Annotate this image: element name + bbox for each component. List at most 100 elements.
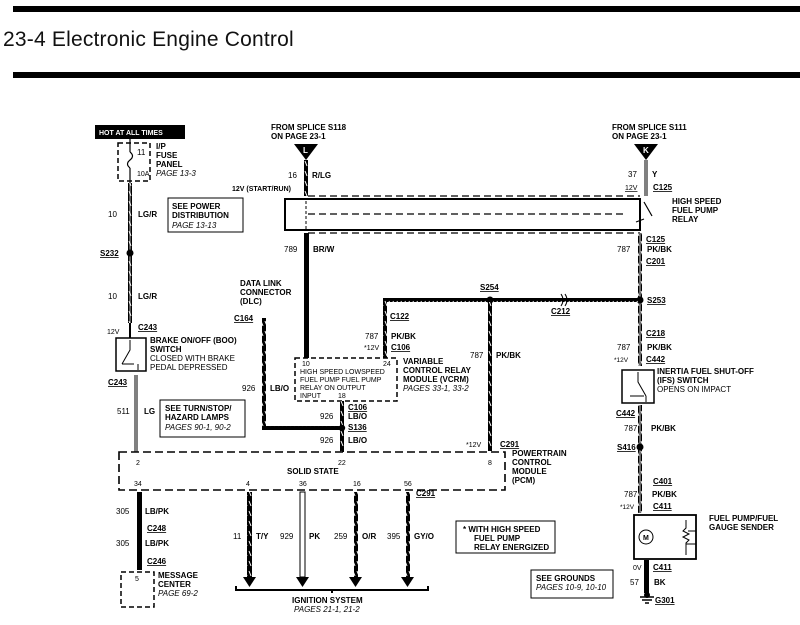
boo-switch: 12V C243 BRAKE ON/OFF (BOO) SWITCH CLOSE…: [107, 323, 237, 387]
wire-16-r-lg: 16 R/LG 12V (START/RUN): [232, 160, 331, 196]
svg-text:10: 10: [108, 210, 117, 219]
svg-text:C248: C248: [147, 524, 167, 533]
wire-10-lg-r: 10 LG/R S232 10 LG/R: [100, 183, 157, 323]
svg-text:SWITCH: SWITCH: [150, 345, 182, 354]
svg-text:I/P: I/P: [156, 142, 166, 151]
svg-text:CLOSED WITH BRAKE: CLOSED WITH BRAKE: [150, 354, 235, 363]
splice-s416-dot: [636, 443, 644, 451]
svg-text:VARIABLE: VARIABLE: [403, 357, 444, 366]
svg-text:C291: C291: [500, 440, 520, 449]
svg-text:INPUT: INPUT: [300, 393, 322, 400]
high-speed-fuel-pump-relay: HIGH SPEED FUEL PUMP RELAY: [284, 195, 722, 234]
svg-text:RELAY ENERGIZED: RELAY ENERGIZED: [474, 543, 549, 552]
svg-text:ON PAGE 23-1: ON PAGE 23-1: [271, 132, 326, 141]
data-link-connector: DATA LINK CONNECTOR (DLC) C164 926 LB/O: [234, 279, 340, 430]
svg-text:PAGE 13-3: PAGE 13-3: [156, 169, 196, 178]
svg-text:11: 11: [233, 532, 242, 541]
svg-text:LG: LG: [144, 407, 155, 416]
svg-text:FUEL PUMP: FUEL PUMP: [474, 534, 521, 543]
svg-text:787: 787: [470, 351, 484, 360]
svg-text:787: 787: [617, 343, 631, 352]
svg-text:FROM SPLICE S118: FROM SPLICE S118: [271, 123, 347, 132]
splice-s111-source: FROM SPLICE S111 ON PAGE 23-1 K: [612, 123, 687, 160]
svg-text:56: 56: [404, 481, 412, 488]
fuse-panel: 11 10A I/P FUSE PANEL PAGE 13-3: [117, 139, 196, 183]
ignition-system-bracket: IGNITION SYSTEM PAGES 21-1, 21-2: [235, 586, 429, 614]
svg-text:4: 4: [246, 481, 250, 488]
svg-text:POWERTRAIN: POWERTRAIN: [512, 449, 567, 458]
high-speed-note-box: * WITH HIGH SPEED FUEL PUMP RELAY ENERGI…: [455, 520, 556, 554]
svg-text:10A: 10A: [137, 171, 150, 178]
svg-text:C442: C442: [646, 355, 666, 364]
see-grounds-box: SEE GROUNDS PAGES 10-9, 10-10: [530, 569, 614, 599]
svg-text:PAGES 21-1, 21-2: PAGES 21-1, 21-2: [294, 605, 360, 614]
svg-text:PK/BK: PK/BK: [391, 332, 416, 341]
svg-text:*12V: *12V: [466, 442, 482, 449]
svg-text:C164: C164: [234, 314, 254, 323]
wire-929-pk: 929 PK: [280, 491, 320, 587]
svg-text:C291: C291: [416, 489, 436, 498]
svg-text:C243: C243: [138, 323, 158, 332]
svg-text:259: 259: [334, 532, 348, 541]
svg-text:S254: S254: [480, 283, 499, 292]
svg-text:S416: S416: [617, 443, 636, 452]
message-center: 5 MESSAGE CENTER PAGE 69-2: [120, 571, 199, 608]
svg-text:*12V: *12V: [620, 504, 635, 511]
svg-text:PEDAL DEPRESSED: PEDAL DEPRESSED: [150, 363, 228, 372]
svg-text:787: 787: [365, 332, 379, 341]
svg-text:C442: C442: [616, 409, 636, 418]
svg-text:LG/R: LG/R: [138, 210, 157, 219]
svg-text:C125: C125: [646, 235, 666, 244]
svg-text:C212: C212: [551, 307, 571, 316]
svg-text:S253: S253: [647, 296, 666, 305]
wire-259-o-r: 259 O/R: [334, 492, 376, 587]
svg-text:FUEL PUMP/FUEL: FUEL PUMP/FUEL: [709, 514, 778, 523]
wire-789-br-w: 789 BR/W: [284, 233, 335, 358]
svg-text:HOT AT ALL TIMES: HOT AT ALL TIMES: [99, 130, 163, 137]
svg-text:BR/W: BR/W: [313, 245, 335, 254]
svg-text:K: K: [643, 146, 649, 155]
connector-c212-icon: [560, 293, 568, 307]
svg-text:C243: C243: [108, 378, 128, 387]
wire-926-lb-o: C106 926 LB/O S136 926 LB/O: [320, 401, 368, 452]
svg-text:O/R: O/R: [362, 532, 376, 541]
svg-text:BRAKE ON/OFF (BOO): BRAKE ON/OFF (BOO): [150, 336, 237, 345]
svg-text:926: 926: [320, 412, 334, 421]
fuse-icon: [126, 151, 134, 169]
wire-787-pk-bk-lower: 787 PK/BK S416 C401 787 PK/BK *12V C411: [617, 405, 677, 513]
svg-text:18: 18: [338, 393, 346, 400]
svg-text:787: 787: [624, 424, 638, 433]
wire-511-lg: 511 LG: [117, 375, 155, 452]
svg-text:*12V: *12V: [364, 345, 380, 352]
svg-text:C125: C125: [653, 183, 673, 192]
svg-text:MESSAGE: MESSAGE: [158, 571, 199, 580]
variable-resistor-icon: [681, 520, 691, 555]
top-rule: [13, 6, 800, 12]
svg-text:305: 305: [116, 507, 130, 516]
svg-text:926: 926: [242, 384, 256, 393]
svg-text:PK/BK: PK/BK: [647, 245, 672, 254]
svg-text:GY/O: GY/O: [414, 532, 434, 541]
svg-text:SOLID STATE: SOLID STATE: [287, 467, 339, 476]
wire-37-y: 37 Y 12V C125: [625, 160, 673, 196]
svg-text:HIGH SPEED LOWSPEED: HIGH SPEED LOWSPEED: [300, 369, 385, 376]
svg-text:SEE POWER: SEE POWER: [172, 202, 221, 211]
splice-s254-dot: [486, 296, 494, 304]
svg-text:DISTRIBUTION: DISTRIBUTION: [172, 211, 229, 220]
title-rule: [13, 72, 800, 78]
svg-text:C218: C218: [646, 329, 666, 338]
splice-s232-dot: [126, 249, 134, 257]
svg-text:57: 57: [630, 578, 639, 587]
svg-text:PK/BK: PK/BK: [647, 343, 672, 352]
svg-text:36: 36: [299, 481, 307, 488]
svg-text:R/LG: R/LG: [312, 171, 331, 180]
motor-icon: [638, 529, 654, 545]
pcm-module: 2 22 8 SOLID STATE 34 4 36 16 56 POWERTR…: [118, 449, 567, 491]
svg-text:G301: G301: [655, 596, 675, 605]
svg-text:787: 787: [624, 490, 638, 499]
svg-text:C122: C122: [390, 312, 410, 321]
svg-text:16: 16: [353, 481, 361, 488]
svg-text:PAGE 69-2: PAGE 69-2: [158, 589, 198, 598]
svg-text:HIGH SPEED: HIGH SPEED: [672, 197, 722, 206]
